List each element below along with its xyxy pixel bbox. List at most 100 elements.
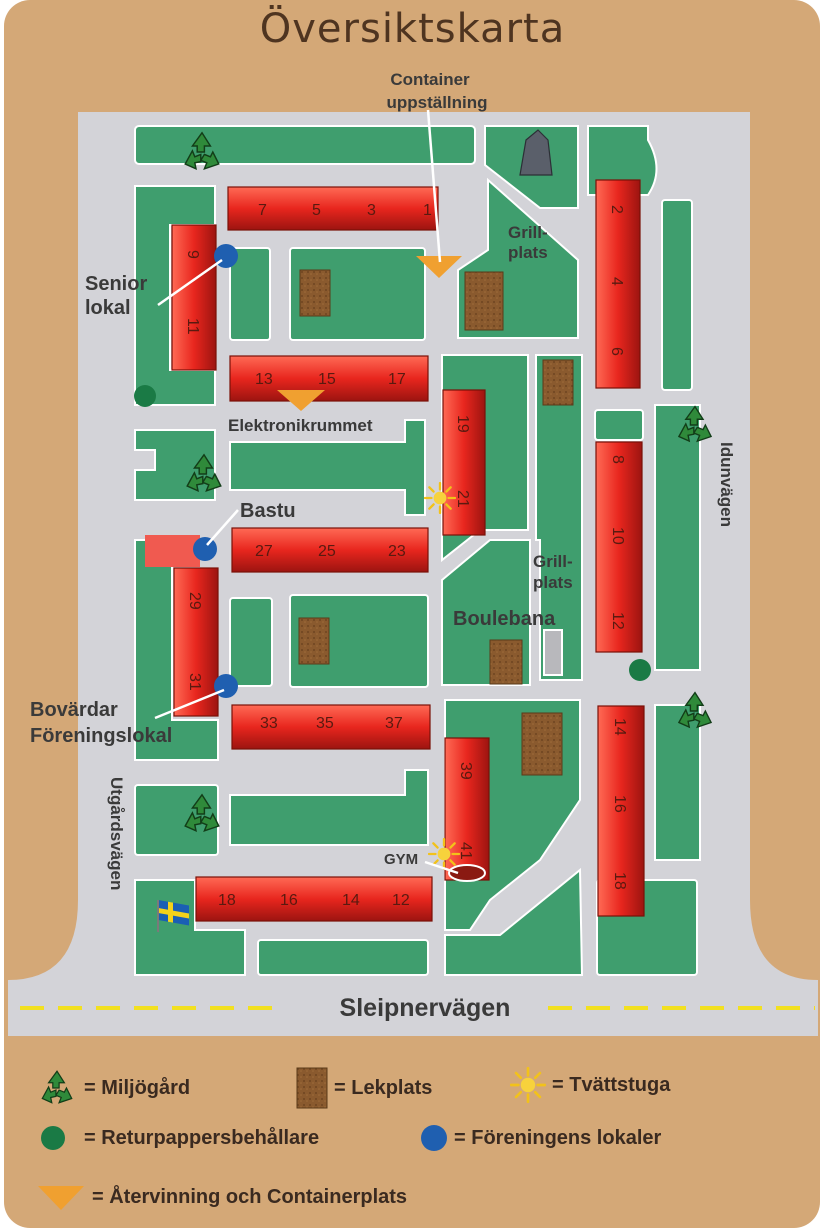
label-grill-top: Grill- xyxy=(508,223,548,242)
playground-6 xyxy=(521,712,563,776)
bnum: 29 xyxy=(186,592,203,610)
bnum: 35 xyxy=(316,715,334,732)
building-b7 xyxy=(231,704,431,750)
leader-container xyxy=(426,109,442,263)
recycling-icon xyxy=(672,688,718,734)
label-container: Container xyxy=(390,70,470,89)
sun-icon xyxy=(510,1067,546,1103)
bnum: 3 xyxy=(367,202,376,219)
page-title: Översiktskarta xyxy=(259,6,566,52)
bnum: 16 xyxy=(611,795,628,813)
building-b11 xyxy=(595,441,643,653)
green-top-right xyxy=(587,125,658,196)
legend-tvattstuga-label: = Tvättstuga xyxy=(552,1073,671,1096)
boulebana-court xyxy=(543,629,563,676)
leader-senior xyxy=(157,258,223,307)
bnum: 7 xyxy=(258,202,267,219)
label-bastu: Bastu xyxy=(240,500,296,522)
bnum: 2 xyxy=(608,205,625,214)
bnum: 14 xyxy=(611,718,628,736)
leader-gym xyxy=(424,860,459,875)
bnum: 18 xyxy=(611,872,628,890)
green-bottom-mid xyxy=(257,939,429,976)
blue-dot-icon xyxy=(193,537,217,561)
bnum: 21 xyxy=(454,490,471,508)
green-dot-icon xyxy=(629,659,651,681)
bnum: 37 xyxy=(385,715,403,732)
green-right-top xyxy=(661,199,693,391)
label-elektronik: Elektronikrummet xyxy=(228,416,373,435)
bnum: 4 xyxy=(608,277,625,286)
legend-foreningens-label: = Föreningens lokaler xyxy=(454,1126,662,1149)
map-legend: = Miljögård = Lekplats = Tvättstuga = Re… xyxy=(0,1040,825,1230)
legend-foreningens: = Föreningens lokaler xyxy=(420,1124,661,1152)
bnum: 27 xyxy=(255,543,273,560)
legend-returpapper: = Returpappersbehållare xyxy=(40,1125,319,1151)
swedish-flag-icon xyxy=(157,899,189,933)
label-bovardar: Bovärdar xyxy=(30,699,118,721)
orange-triangle-icon xyxy=(416,256,462,278)
building-b1 xyxy=(227,186,439,231)
sun-icon xyxy=(424,482,456,514)
green-dot-icon xyxy=(41,1126,65,1150)
bnum: 10 xyxy=(609,527,626,545)
orange-triangle-icon xyxy=(277,390,325,411)
label-grill-top: plats xyxy=(508,243,548,262)
bastu-annex xyxy=(145,535,200,567)
orange-triangle-icon xyxy=(38,1186,84,1210)
playground-4 xyxy=(298,617,330,665)
bnum: 16 xyxy=(280,892,298,909)
green-bottom-right-mid xyxy=(444,867,584,976)
recycling-icon xyxy=(672,402,718,448)
bnum: 6 xyxy=(608,347,625,356)
bnum: 25 xyxy=(318,543,336,560)
label-container: uppställning xyxy=(386,93,487,112)
bnum: 31 xyxy=(186,673,203,691)
playground-1 xyxy=(299,269,331,317)
building-b2 xyxy=(171,224,217,371)
bnum: 13 xyxy=(255,371,273,388)
bnum: 9 xyxy=(184,250,201,259)
legend-atervinning-label: = Återvinning och Containerplats xyxy=(92,1185,408,1208)
legend-miljogard-label: = Miljögård xyxy=(84,1076,191,1099)
legend-tvattstuga: = Tvättstuga xyxy=(510,1067,670,1103)
bnum: 23 xyxy=(388,543,406,560)
green-grill-mid xyxy=(535,354,583,681)
bnum: 8 xyxy=(609,455,626,464)
label-idunvagen: Idunvägen xyxy=(717,442,736,527)
blue-dot-icon xyxy=(214,674,238,698)
bnum: 5 xyxy=(312,202,321,219)
legend-miljogard: = Miljögård xyxy=(36,1067,190,1109)
bnum: 18 xyxy=(218,892,236,909)
leader-bastu xyxy=(206,509,239,546)
gym-marker xyxy=(448,864,486,882)
recycling-icon xyxy=(41,1070,73,1104)
green-left-senior xyxy=(134,185,216,406)
building-b9 xyxy=(195,876,433,922)
building-b8 xyxy=(444,737,490,881)
legend-atervinning: = Återvinning och Containerplats xyxy=(36,1182,407,1212)
building-b3 xyxy=(229,355,429,402)
label-senior: Senior xyxy=(85,273,147,295)
playground-3 xyxy=(542,359,574,406)
building-b10 xyxy=(595,179,641,389)
label-bovardar: Föreningslokal xyxy=(30,725,172,747)
green-mid-strip xyxy=(229,769,429,846)
building-b5 xyxy=(231,527,429,573)
legend-lekplats-label: = Lekplats xyxy=(334,1076,433,1099)
bnum: 15 xyxy=(318,371,336,388)
label-gym: GYM xyxy=(384,851,418,868)
recycling-icon xyxy=(178,790,226,838)
bnum: 19 xyxy=(454,415,471,433)
playground-icon xyxy=(296,1067,328,1109)
label-sleipnervagen: Sleipnervägen xyxy=(340,994,511,1022)
blue-dot-icon xyxy=(421,1125,447,1151)
bnum: 41 xyxy=(457,842,474,860)
green-small-sq xyxy=(229,247,271,341)
bnum: 12 xyxy=(609,612,626,630)
site-map: 7 5 3 1 13 15 17 27 25 23 33 35 37 18 16… xyxy=(8,70,818,1036)
road-corner-left xyxy=(8,900,78,980)
leader-bovardar xyxy=(154,688,225,720)
label-utgardsvagen: Utgårdsvägen xyxy=(107,777,126,890)
green-right-8 xyxy=(594,409,644,441)
